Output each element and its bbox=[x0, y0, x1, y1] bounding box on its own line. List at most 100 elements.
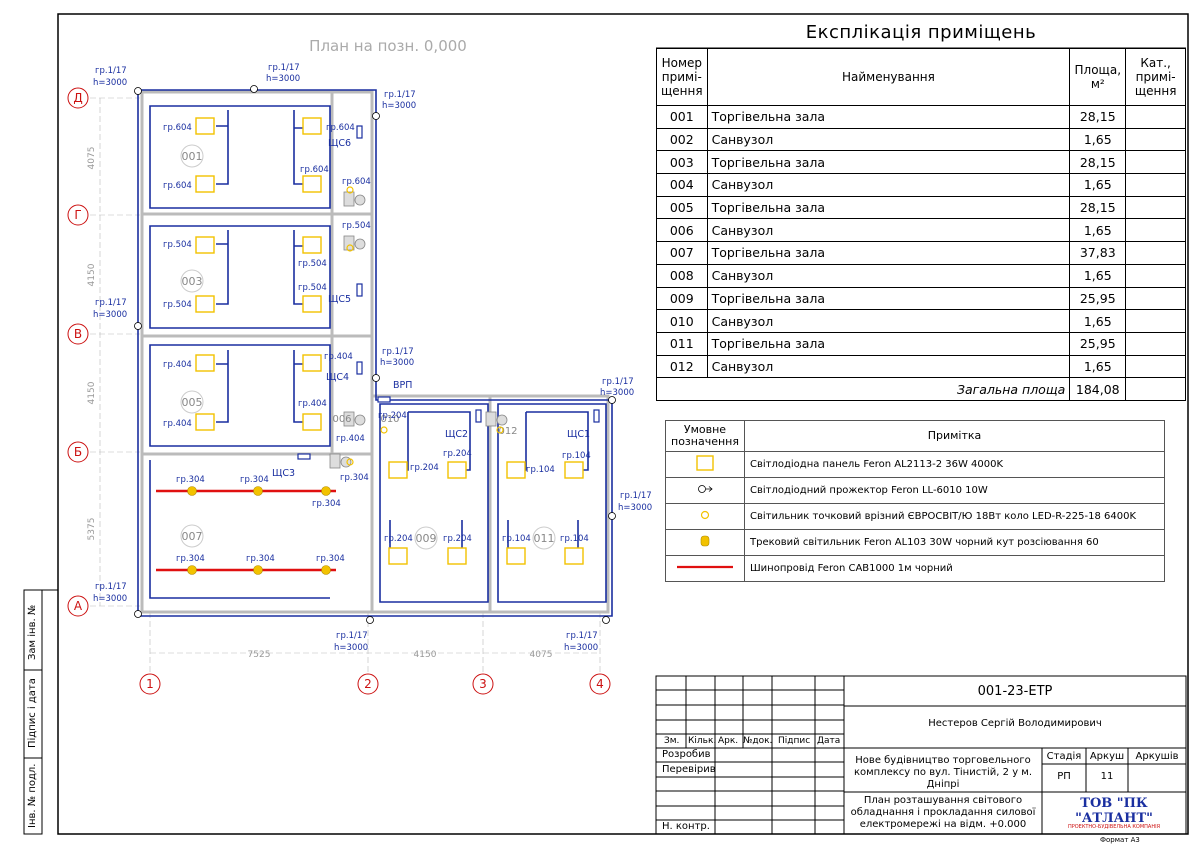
label-group-204: гр.204 bbox=[378, 411, 407, 421]
total-row: Загальна площа 184,08 bbox=[655, 377, 1186, 401]
axis-label-4: 4 bbox=[596, 677, 604, 691]
label-panel-shs1: ЩС1 bbox=[567, 429, 590, 440]
room-no: 003 bbox=[656, 150, 708, 175]
label-group-104: гр.104 bbox=[560, 534, 589, 544]
label-group-404: гр.404 bbox=[163, 419, 192, 429]
label-group-504: гр.504 bbox=[298, 283, 327, 293]
legend-text: Світлодіодний прожектор Feron LL-6010 10… bbox=[743, 477, 1166, 504]
drawing-name: План розташування світового обладнання і… bbox=[850, 795, 1036, 830]
label-group-304: гр.304 bbox=[176, 554, 205, 564]
room-name: Санвузол bbox=[706, 218, 1071, 243]
label-outdoor-group: гр.1/17 bbox=[95, 298, 127, 308]
label-group-204: гр.204 bbox=[384, 534, 413, 544]
room-area: 1,65 bbox=[1069, 173, 1127, 197]
room-marker-001 bbox=[180, 144, 204, 168]
room-number-010: 010 bbox=[380, 414, 399, 425]
label-group-504: гр.504 bbox=[298, 259, 327, 269]
axis-label-2: 2 bbox=[364, 677, 372, 691]
sanitary-fixtures bbox=[329, 191, 508, 469]
room-marker-011 bbox=[532, 526, 556, 550]
room-name: Санвузол bbox=[706, 263, 1071, 288]
stage-label: Стадія bbox=[1046, 751, 1082, 762]
label-group-204: гр.204 bbox=[443, 534, 472, 544]
room-category bbox=[1125, 218, 1186, 243]
side-stamp-frame bbox=[23, 589, 43, 835]
room-no: 001 bbox=[656, 105, 708, 129]
company-logo-text: ТОВ "ПК "АТЛАНТ" bbox=[1075, 796, 1153, 826]
total-label: Загальна площа bbox=[655, 377, 1071, 401]
label-outdoor-height: h=3000 bbox=[600, 388, 634, 398]
legend-row: Світильник точковий врізний ЄВРОСВІТ/Ю 1… bbox=[665, 503, 1166, 530]
label-panel-shs4: ЩС4 bbox=[326, 372, 349, 383]
sheet-value: 11 bbox=[1100, 771, 1114, 782]
dim-h-1: 7525 bbox=[248, 650, 271, 660]
header-name: Найменування bbox=[706, 48, 1071, 106]
axis-label-3: 3 bbox=[479, 677, 487, 691]
dim-h-2: 4150 bbox=[414, 650, 437, 660]
room-no: 006 bbox=[656, 218, 708, 243]
room-name: Торгівельна зала bbox=[706, 286, 1071, 311]
legend-text: Світлодіодна панель Feron AL2113-2 36W 4… bbox=[743, 451, 1166, 478]
room-number-006: 006 bbox=[332, 414, 351, 425]
label-panel-shs2: ЩС2 bbox=[445, 429, 468, 440]
axis-label-a: А bbox=[74, 599, 83, 613]
legend-row: Світлодіодний прожектор Feron LL-6010 10… bbox=[665, 477, 1166, 504]
label-outdoor-group: гр.1/17 bbox=[95, 582, 127, 592]
projector-icon bbox=[696, 485, 714, 498]
label-group-404: гр.404 bbox=[336, 434, 365, 444]
label-group-204: гр.204 bbox=[410, 463, 439, 473]
role-developer: Розробив bbox=[662, 749, 711, 760]
room-area: 28,15 bbox=[1069, 105, 1127, 129]
title-block-grid bbox=[655, 675, 1187, 835]
role-norm-control: Н. контр. bbox=[662, 821, 710, 832]
label-group-104: гр.104 bbox=[502, 534, 531, 544]
label-group-504: гр.504 bbox=[163, 240, 192, 250]
room-area: 1,65 bbox=[1069, 218, 1127, 243]
room-area: 1,65 bbox=[1069, 263, 1127, 288]
room-name: Санвузол bbox=[706, 309, 1071, 333]
room-area: 37,83 bbox=[1069, 241, 1127, 265]
room-category bbox=[1125, 127, 1186, 152]
project-name: Нове будівництво торговельного комплексу… bbox=[853, 755, 1033, 790]
label-outdoor-group: гр.1/17 bbox=[602, 377, 634, 387]
axis-bubble-v bbox=[67, 323, 89, 345]
company-subtitle: ПРОЕКТНО-БУДІВЕЛЬНА КОМПАНІЯ bbox=[1067, 824, 1161, 830]
room-area: 28,15 bbox=[1069, 195, 1127, 220]
label-group-504: гр.504 bbox=[342, 221, 371, 231]
label-group-404: гр.404 bbox=[163, 360, 192, 370]
room-marker-003 bbox=[180, 269, 204, 293]
label-group-604: гр.604 bbox=[342, 177, 371, 187]
label-outdoor-height: h=3000 bbox=[93, 594, 127, 604]
dim-v-1: 4075 bbox=[87, 147, 97, 170]
label-group-604: гр.604 bbox=[163, 123, 192, 133]
room-number-001: 001 bbox=[182, 150, 203, 163]
sheets-label: Аркушів bbox=[1135, 751, 1179, 762]
paper-format: Формат А3 bbox=[1100, 836, 1140, 844]
label-outdoor-group: гр.1/17 bbox=[268, 63, 300, 73]
legend-text: Шинопровід Feron CAB1000 1м чорний bbox=[743, 555, 1166, 582]
room-number-007: 007 bbox=[182, 530, 203, 543]
room-category bbox=[1125, 195, 1186, 220]
room-no: 002 bbox=[656, 127, 708, 152]
label-group-604: гр.604 bbox=[326, 123, 355, 133]
room-marker-005 bbox=[180, 390, 204, 414]
axis-label-g: Г bbox=[74, 208, 81, 222]
room-no: 004 bbox=[656, 173, 708, 197]
label-outdoor-group: гр.1/17 bbox=[384, 90, 416, 100]
stamp-inv-original: Інв. № подл. bbox=[27, 763, 38, 828]
label-group-304: гр.304 bbox=[246, 554, 275, 564]
col-header-docno: №док. bbox=[743, 736, 773, 746]
explication-table: Номер примі-щення Найменування Площа, м²… bbox=[655, 48, 1186, 401]
legend-row: Світлодіодна панель Feron AL2113-2 36W 4… bbox=[665, 451, 1166, 478]
room-name: Санвузол bbox=[706, 354, 1071, 379]
legend-table: Умовне позначення Примітка Світлодіодна … bbox=[665, 420, 1166, 582]
room-number-011: 011 bbox=[534, 532, 555, 545]
label-outdoor-group: гр.1/17 bbox=[566, 631, 598, 641]
axis-label-b: Б bbox=[74, 445, 82, 459]
label-panel-shs3: ЩС3 bbox=[272, 468, 295, 479]
axis-bubble-2 bbox=[357, 673, 379, 695]
label-panel-shs5: ЩС5 bbox=[328, 294, 351, 305]
